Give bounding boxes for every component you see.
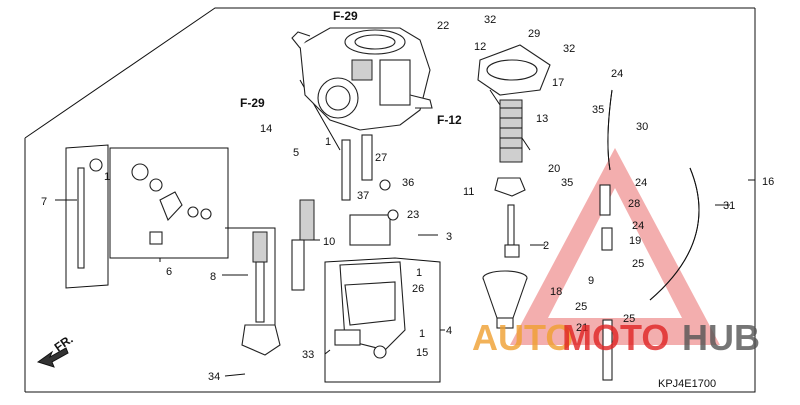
carburetor-body [291,27,433,131]
part-label: 17 [552,77,564,89]
diagram-code: KPJ4E1700 [658,378,716,390]
part-label: 16 [762,176,774,188]
part-label: 25 [632,258,644,270]
front-arrow [36,347,69,368]
float-chamber [334,261,406,359]
diagram-frame [24,7,756,393]
part-label: 11 [463,186,474,198]
watermark-logo: AUTO MOTO HUB [472,317,760,358]
part-label: 6 [166,266,172,278]
part-label: 18 [550,286,562,298]
part-label: 25 [575,301,587,313]
watermark-moto: MOTO [562,317,669,358]
part-label: 24 [611,68,623,80]
part-label: 25 [623,313,635,325]
part-label: 35 [561,177,573,189]
part-label: 7 [41,196,47,208]
part-label: 34 [208,371,220,383]
part-label: 15 [416,347,428,359]
air-funnel [482,270,528,329]
part-label: 1 [104,171,110,183]
watermark-triangle [510,148,720,345]
leader-lines [55,179,755,377]
part-label: 29 [528,28,540,40]
part-label: 28 [628,198,640,210]
part-label: 19 [629,235,641,247]
front-label: FR. [52,332,76,355]
part-label: 37 [357,190,369,202]
jet-parts [241,134,399,356]
part-label: 14 [260,123,272,135]
part-label: 2 [543,240,549,252]
part-label: 23 [407,209,419,221]
part-label: 31 [723,200,735,212]
pipes [599,89,700,381]
watermark-auto: AUTO [472,317,573,358]
frame-ref-right: F-12 [437,113,462,127]
part-label: 5 [293,147,299,159]
part-label: 21 [576,322,588,334]
part-label: 1 [325,136,331,148]
part-label: 10 [323,236,335,248]
labels: F-29 F-29 F-12 FR. 32 29 22 12 32 24 17 … [41,9,774,390]
part-label: 8 [210,271,216,283]
part-label: 13 [536,113,548,125]
part-label: 9 [588,275,594,287]
part-label: 3 [446,231,452,243]
watermark-hub: HUB [682,317,760,358]
frame-ref-top: F-29 [333,9,358,23]
part-label: 32 [484,14,496,26]
part-label: 24 [632,220,644,232]
part-label: 33 [302,349,314,361]
part-label: 22 [437,20,449,32]
part-label: 12 [474,41,486,53]
part-label: 32 [563,43,575,55]
linkage-parts [77,158,212,269]
part-label: 4 [446,325,452,337]
part-label: 26 [412,283,424,295]
part-label: 20 [548,163,560,175]
group-frames [65,79,531,383]
part-label: 1 [419,328,425,340]
part-label: 36 [402,177,414,189]
diaphragm-parts [477,44,551,258]
frame-ref-left: F-29 [240,96,265,110]
part-label: 24 [635,177,647,189]
part-label: 35 [592,104,604,116]
part-label: 1 [416,267,422,279]
part-label: 27 [375,152,387,164]
part-label: 30 [636,121,648,133]
